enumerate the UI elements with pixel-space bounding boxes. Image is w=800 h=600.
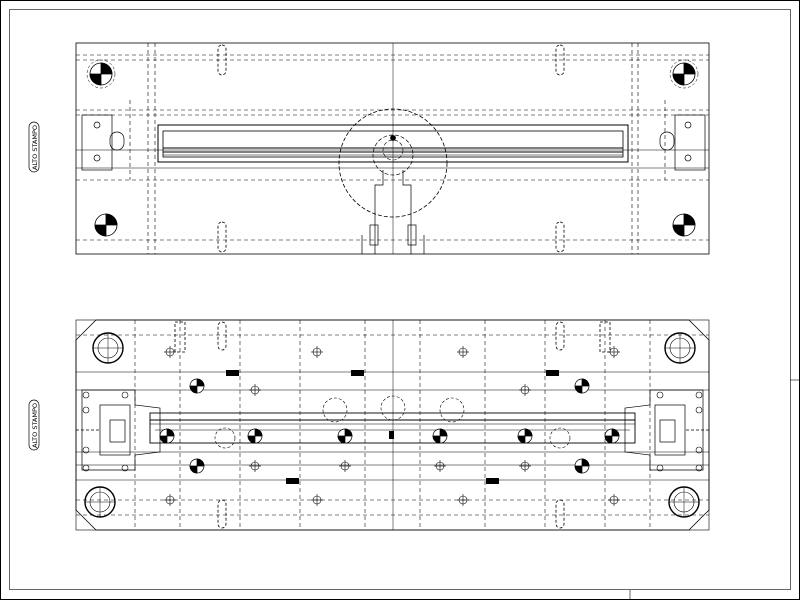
target-icon xyxy=(432,428,448,444)
top-view-outline xyxy=(75,42,710,255)
bottom-filled-blocks xyxy=(226,370,559,484)
target-icon xyxy=(189,378,205,394)
bottom-left-end xyxy=(76,389,161,471)
bottom-dashed-circles xyxy=(214,395,571,449)
target-icon xyxy=(247,428,263,444)
target-icon xyxy=(159,428,175,444)
top-slots xyxy=(217,44,565,253)
top-center-channel xyxy=(361,170,425,254)
bottom-crosshairs xyxy=(164,346,620,506)
top-corner-targets xyxy=(86,59,699,237)
target-icon xyxy=(517,428,533,444)
target-icon xyxy=(574,378,590,394)
bushing-icon xyxy=(84,486,116,518)
bottom-side-label-text: ALTO STAMPO xyxy=(31,403,39,448)
bottom-side-label: ALTO STAMPO xyxy=(28,399,40,451)
target-icon xyxy=(669,59,699,89)
bottom-view xyxy=(75,319,710,531)
bushing-icon xyxy=(664,332,696,364)
top-left-tab xyxy=(81,114,125,171)
target-icon xyxy=(337,428,353,444)
bottom-targets xyxy=(159,378,620,474)
bottom-right-end xyxy=(624,389,709,471)
bottom-slots xyxy=(174,321,611,529)
bottom-side-screws xyxy=(82,391,703,472)
bushing-icon xyxy=(668,486,700,518)
top-right-tab xyxy=(659,114,706,171)
target-icon xyxy=(189,458,205,474)
top-side-label-text: ALTO STAMPO xyxy=(31,125,39,170)
top-center-circle xyxy=(338,108,448,218)
top-side-label: ALTO STAMPO xyxy=(28,121,40,173)
target-icon xyxy=(574,458,590,474)
target-icon xyxy=(604,428,620,444)
bottom-corner-bushings xyxy=(84,332,700,518)
top-view xyxy=(75,42,710,255)
target-icon xyxy=(86,59,116,89)
bushing-icon xyxy=(92,332,124,364)
target-icon xyxy=(94,213,118,237)
bottom-main-strip xyxy=(149,412,636,444)
target-icon xyxy=(672,213,696,237)
top-main-strip xyxy=(157,124,629,163)
